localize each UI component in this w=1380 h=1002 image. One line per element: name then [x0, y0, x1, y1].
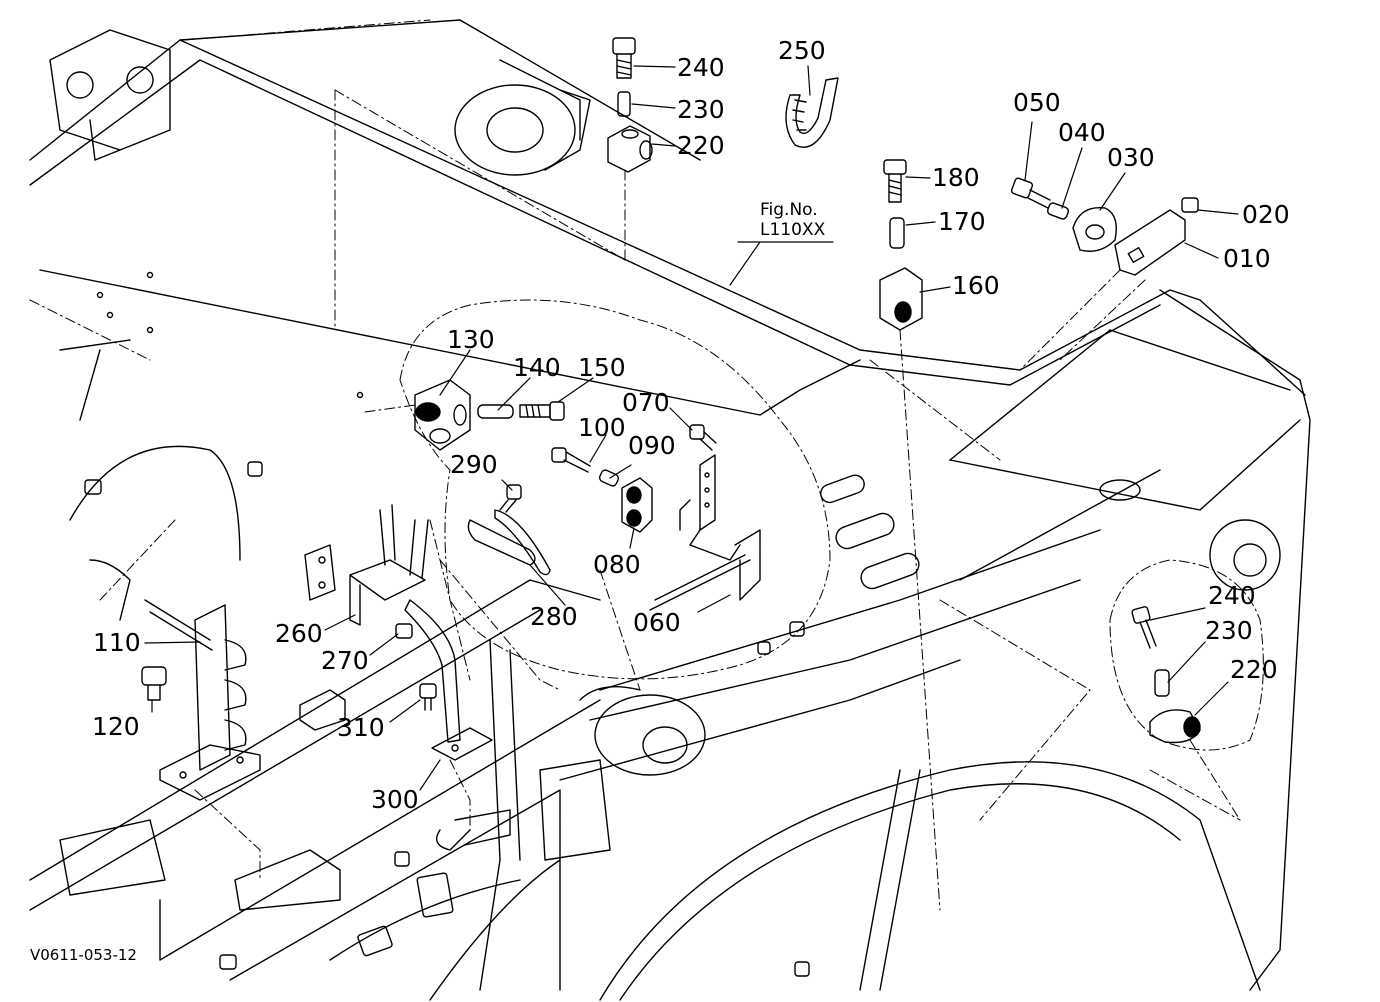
callout-230-right: 230 — [1205, 616, 1253, 645]
bolt-180 — [883, 159, 907, 203]
leader-lines — [144, 65, 1239, 791]
bolt-270 — [395, 623, 413, 639]
callout-160: 160 — [952, 271, 1000, 300]
callout-120: 120 — [92, 712, 140, 741]
bracket-300 — [404, 599, 511, 851]
bolt-290 — [499, 484, 522, 513]
callout-240-top: 240 — [677, 53, 725, 82]
callout-110: 110 — [93, 628, 141, 657]
callout-280: 280 — [530, 602, 578, 631]
collar-140 — [477, 404, 514, 419]
bolt-150 — [519, 401, 565, 421]
callout-010: 010 — [1223, 244, 1271, 273]
clamp-030 — [1072, 206, 1117, 252]
collar-170 — [889, 217, 905, 249]
collar-230-right — [1154, 669, 1170, 697]
callout-170: 170 — [938, 207, 986, 236]
callout-030: 030 — [1107, 143, 1155, 172]
callout-240-right: 240 — [1208, 581, 1256, 610]
clamp-220-right — [1149, 709, 1201, 744]
callout-070: 070 — [622, 388, 670, 417]
bracket-060 — [649, 454, 761, 611]
callout-230-top: 230 — [677, 95, 725, 124]
nut-020 — [1181, 197, 1199, 213]
callout-310: 310 — [337, 713, 385, 742]
callout-080: 080 — [593, 550, 641, 579]
bracket-010 — [1114, 209, 1186, 276]
clamp-080 — [621, 477, 653, 533]
callout-040: 040 — [1058, 118, 1106, 147]
callout-180: 180 — [932, 163, 980, 192]
clamp-160 — [879, 267, 923, 331]
callout-270: 270 — [321, 646, 369, 675]
collar-090 — [598, 469, 620, 487]
bolt-070 — [689, 424, 717, 451]
bracket-260 — [299, 504, 429, 731]
bolt-310 — [419, 683, 437, 711]
callout-050: 050 — [1013, 88, 1061, 117]
callout-130: 130 — [447, 325, 495, 354]
bracket-110 — [144, 599, 261, 801]
callout-300: 300 — [371, 785, 419, 814]
drawing-code: V0611-053-12 — [30, 946, 137, 964]
callout-100: 100 — [578, 413, 626, 442]
bolt-240-top — [612, 37, 636, 79]
collar-230-top — [617, 91, 631, 117]
callout-220-right: 220 — [1230, 655, 1278, 684]
frame-nuts — [84, 461, 810, 977]
cable-tie-250 — [785, 77, 839, 148]
callout-140: 140 — [513, 353, 561, 382]
figure-reference-label: Fig.No. — [760, 200, 818, 220]
callout-290: 290 — [450, 450, 498, 479]
dash-dot-lines — [29, 19, 1264, 911]
frame-outline — [29, 19, 1311, 1001]
bolt-050 — [1010, 177, 1051, 209]
clip-280 — [467, 509, 551, 576]
callout-090: 090 — [628, 431, 676, 460]
bolt-240-right — [1131, 606, 1157, 649]
clamp-220-top — [607, 125, 653, 173]
bolt-120 — [141, 666, 167, 701]
figure-reference: Fig.No. L110XX — [760, 200, 825, 241]
callout-260: 260 — [275, 619, 323, 648]
bolt-100 — [551, 447, 591, 473]
clamp-130 — [414, 379, 471, 451]
collar-040 — [1046, 202, 1070, 220]
callout-250: 250 — [778, 36, 826, 65]
callout-060: 060 — [633, 608, 681, 637]
callout-220-top: 220 — [677, 131, 725, 160]
callout-150: 150 — [578, 353, 626, 382]
figure-reference-number: L110XX — [760, 220, 826, 241]
callout-020: 020 — [1242, 200, 1290, 229]
